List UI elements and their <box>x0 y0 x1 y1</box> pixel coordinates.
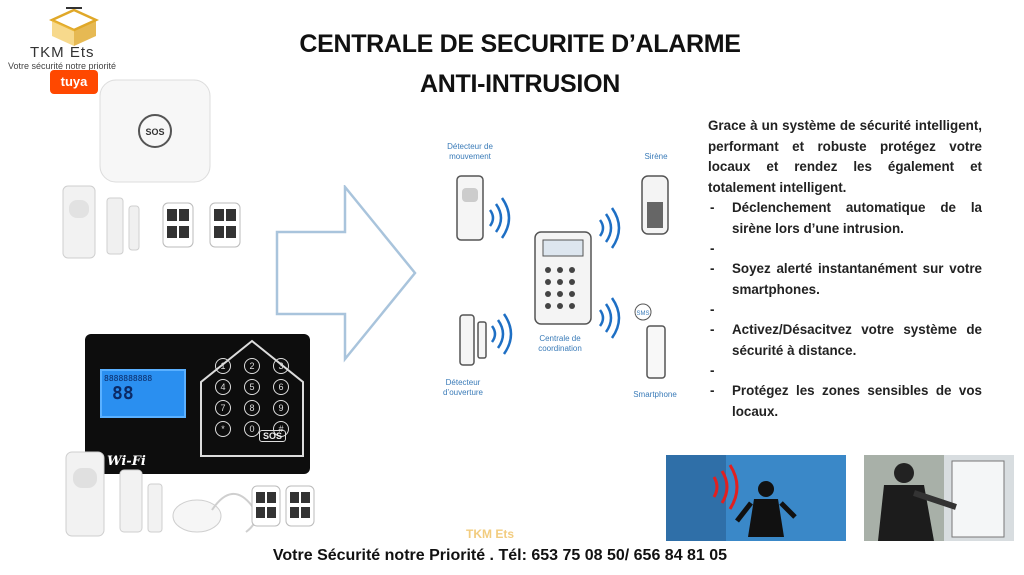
page-title-line1: CENTRALE DE SECURITE D’ALARME <box>299 30 741 58</box>
intruder-siren-photo <box>666 455 846 541</box>
signal-wave-icon <box>598 207 621 339</box>
diagram-graphics: SMS <box>456 175 669 379</box>
keypad-key[interactable]: 8 <box>244 400 260 416</box>
footer-brand: TKM Ets <box>466 527 514 541</box>
signal-wave-icon <box>488 197 511 239</box>
logo-box-icon <box>48 7 100 46</box>
keypad-key[interactable]: 9 <box>273 400 289 416</box>
door-detector-icon <box>459 314 475 366</box>
motion-detector-icon <box>456 175 484 241</box>
label-hub: Centrale de coordination <box>538 334 582 353</box>
feature-item: Activez/Désacitvez votre système de sécu… <box>708 320 982 361</box>
arrow-right-icon <box>275 185 417 363</box>
signal-wave-icon <box>490 313 513 355</box>
system-diagram: Détecteur de mouvement Sirène Centrale d… <box>420 130 700 415</box>
house-keypad <box>200 339 304 457</box>
burglar-door-photo <box>864 455 1014 541</box>
sms-bubble: SMS <box>636 311 649 317</box>
alarm-control-panel: 8888888888 88 Wi-Fi 1 2 3 4 5 6 7 8 9 * … <box>85 334 310 474</box>
tuya-logo: tuya <box>50 70 98 94</box>
label-smartphone: Smartphone <box>633 390 677 399</box>
panel-brand: Wi-Fi <box>107 454 146 469</box>
lcd-digits: 88 <box>112 383 134 404</box>
keypad-key[interactable]: 0 <box>244 421 260 437</box>
feature-item: Protégez les zones sensibles de vos loca… <box>708 381 982 422</box>
svg-text:SOS: SOS <box>145 127 164 137</box>
keypad-key[interactable]: 3 <box>273 358 289 374</box>
description-block: Grace à un système de sécurité intellige… <box>708 116 982 422</box>
keypad-key[interactable]: 6 <box>273 379 289 395</box>
product-kit-top-image: SOS <box>62 79 241 259</box>
lcd-screen: 8888888888 88 <box>100 369 186 418</box>
page-title-line2: ANTI-INTRUSION <box>420 70 620 98</box>
keypad-key[interactable]: * <box>215 421 231 437</box>
description-intro: Grace à un système de sécurité intellige… <box>708 118 982 195</box>
sos-key[interactable]: SOS <box>259 430 287 442</box>
label-door-detector: Détecteur d’ouverture <box>442 378 484 397</box>
spacer <box>708 361 982 382</box>
keypad-key[interactable]: 1 <box>215 358 231 374</box>
logo-tagline: Votre sécurité notre priorité <box>8 61 117 71</box>
label-motion-detector: Détecteur de mouvement <box>447 142 493 161</box>
keypad-grid: 1 2 3 4 5 6 7 8 9 * 0 # <box>215 358 291 437</box>
keypad-key[interactable]: 4 <box>215 379 231 395</box>
feature-list: Déclenchement automatique de la sirène l… <box>708 198 982 422</box>
smartphone-icon <box>646 325 666 379</box>
lcd-top-text: 8888888888 <box>104 374 153 383</box>
accessories-image <box>65 451 315 537</box>
logo-name: TKM Ets <box>30 44 95 61</box>
brand-logo: TKM Ets Votre sécurité notre priorité <box>6 6 166 71</box>
keypad-key[interactable]: 5 <box>244 379 260 395</box>
feature-item: Soyez alerté instantanément sur votre sm… <box>708 259 982 300</box>
spacer <box>708 300 982 321</box>
spacer <box>708 239 982 260</box>
label-siren: Sirène <box>644 152 668 161</box>
feature-item: Déclenchement automatique de la sirène l… <box>708 198 982 239</box>
keypad-key[interactable]: 2 <box>244 358 260 374</box>
keypad-key[interactable]: # <box>273 421 289 437</box>
footer-contact: Votre Sécurité notre Priorité . Tél: 653… <box>272 547 728 564</box>
keypad-key[interactable]: 7 <box>215 400 231 416</box>
